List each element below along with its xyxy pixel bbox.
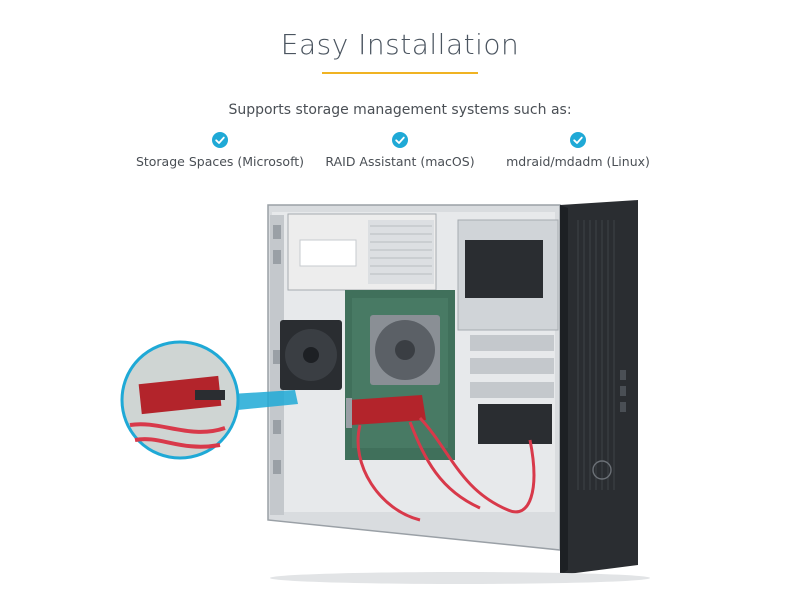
feature-item-raid-assistant: RAID Assistant (macOS) (295, 132, 505, 169)
cpu-cooler (370, 315, 440, 385)
checkmark-circle-icon (392, 132, 408, 148)
title-underline (322, 72, 478, 74)
feature-item-mdraid: mdraid/mdadm (Linux) (473, 132, 683, 169)
page-subtitle: Supports storage management systems such… (228, 102, 572, 118)
feature-label: mdraid/mdadm (Linux) (506, 154, 650, 169)
page-title: Easy Installation (280, 28, 520, 61)
checkmark-circle-icon (570, 132, 586, 148)
logo-emblem (592, 460, 612, 480)
rear-fan (280, 320, 342, 390)
checkmark-circle-icon (212, 132, 228, 148)
pc-tower-illustration (120, 200, 650, 584)
feature-label: RAID Assistant (macOS) (325, 154, 475, 169)
tower-shadow (270, 572, 650, 584)
drive-bays (457, 219, 559, 444)
feature-label: Storage Spaces (Microsoft) (135, 154, 305, 169)
feature-item-storage-spaces: Storage Spaces (Microsoft) (115, 132, 325, 169)
power-supply (287, 213, 437, 291)
tower-front-bezel (560, 200, 638, 575)
sata-cables (356, 416, 536, 522)
magnified-inset (120, 340, 240, 460)
expansion-card-installed (346, 395, 426, 428)
